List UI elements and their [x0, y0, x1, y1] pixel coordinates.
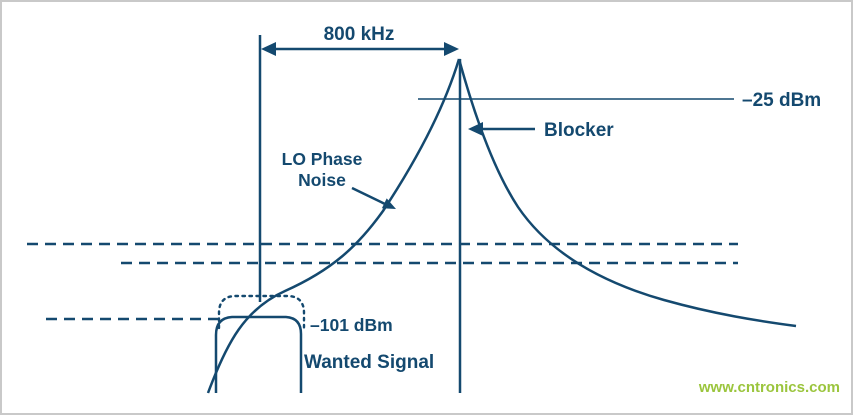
offset-arrow-right-head-icon — [444, 42, 459, 56]
offset-arrow-left-head-icon — [261, 42, 276, 56]
lo-phase-noise-arrow-head-icon — [381, 198, 396, 209]
lo-phase-noise-label-line2: Noise — [298, 170, 346, 190]
wanted-signal-label: Wanted Signal — [304, 352, 434, 373]
lo-phase-noise-arrow-line — [351, 186, 386, 206]
blocker-pointer-arrow-head-icon — [468, 122, 483, 136]
offset-label: 800 kHz — [324, 24, 395, 45]
wanted-signal-shape — [214, 315, 303, 393]
blocker-level-label: –25 dBm — [742, 90, 821, 111]
wanted-level-label: –101 dBm — [310, 315, 393, 335]
watermark: www.cntronics.com — [698, 379, 840, 396]
blocker-label: Blocker — [544, 120, 614, 141]
lo-phase-noise-label-line1: LO Phase — [282, 149, 363, 169]
blocker-curve-left-skirt — [206, 58, 461, 394]
wanted-signal-dotted-shape — [217, 294, 306, 330]
blocker-curve-right-skirt — [457, 58, 797, 328]
